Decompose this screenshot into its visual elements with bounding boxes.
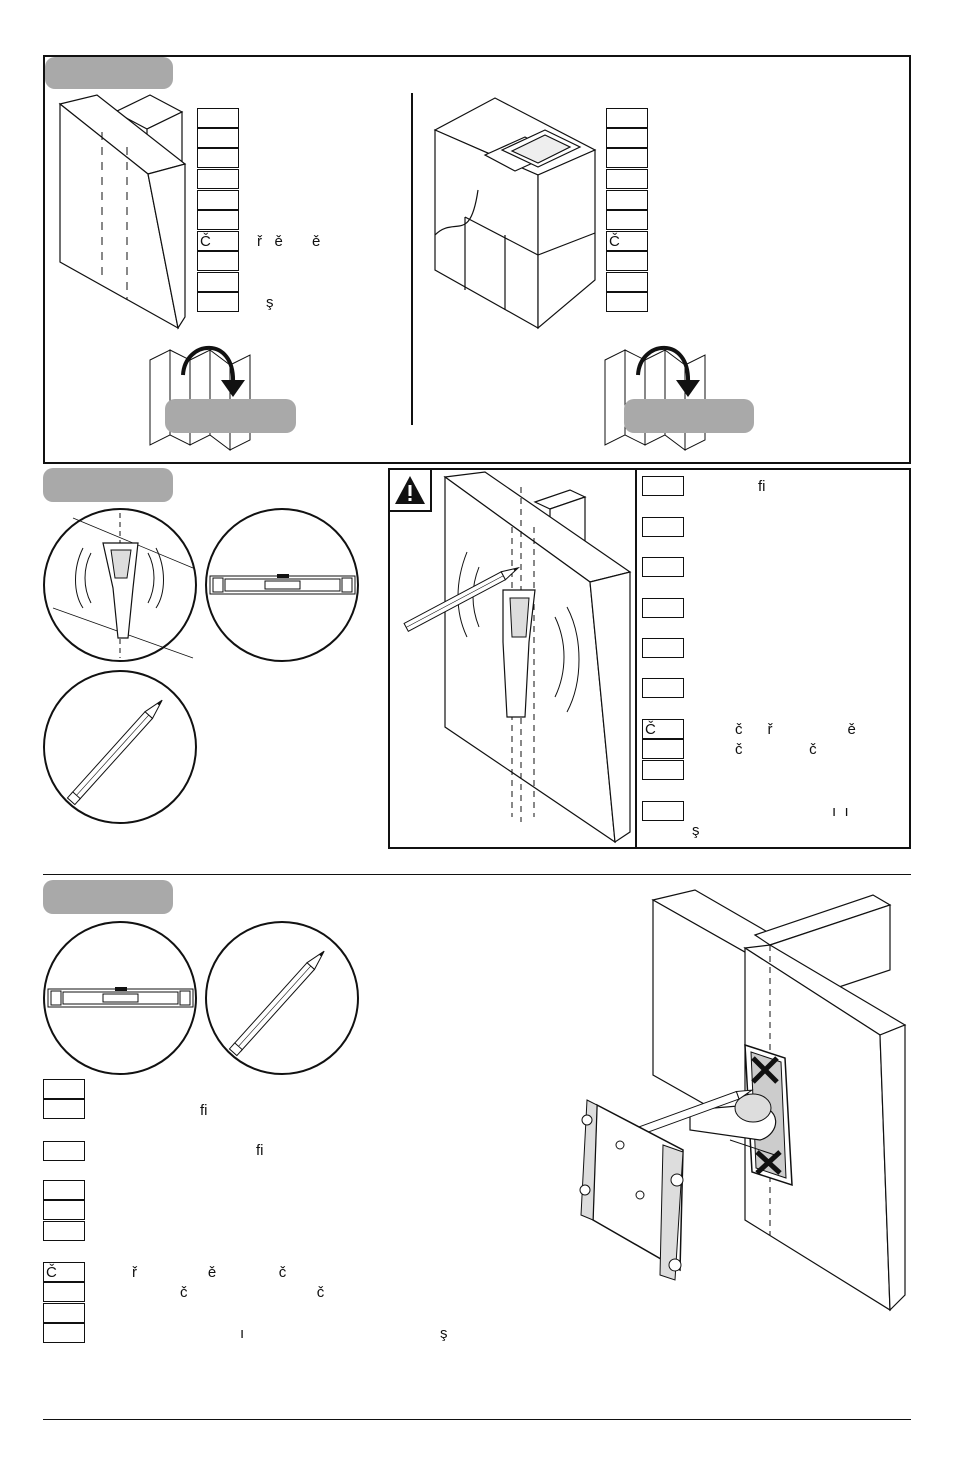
page-turn-arrow-icon (604, 345, 706, 451)
level-icon (43, 921, 197, 1075)
wood-stud-wall-illustration (58, 94, 187, 330)
lang-box (642, 476, 684, 496)
lang-text: ı ı (832, 803, 849, 820)
lang-box (43, 1099, 85, 1119)
lang-box (197, 190, 239, 210)
wall-mount-illustration (579, 889, 907, 1312)
lang-text: č č (735, 741, 817, 758)
lang-box (197, 148, 239, 168)
lang-box (642, 760, 684, 780)
page-reference-tab (624, 399, 754, 433)
lang-box (642, 739, 684, 759)
lang-box (197, 210, 239, 230)
lang-text: ş (266, 294, 274, 311)
lang-box (197, 292, 239, 312)
lang-box: Č (642, 719, 684, 739)
lang-text: fi (200, 1102, 208, 1119)
warning-triangle-icon (395, 476, 425, 504)
section-2-frame (388, 468, 911, 849)
lang-box (606, 190, 648, 210)
pencil-icon (205, 921, 359, 1075)
lang-text: ř ě ě (257, 233, 321, 250)
lang-box (606, 272, 648, 292)
lang-text: ř ě č (132, 1264, 287, 1281)
section-2-divider (635, 469, 637, 848)
stud-finder-circle (43, 508, 197, 662)
lang-box (606, 210, 648, 230)
lang-box (43, 1079, 85, 1099)
lang-box (606, 292, 648, 312)
lang-box: Č (606, 231, 648, 251)
lang-box (197, 272, 239, 292)
lang-box (197, 128, 239, 148)
lang-box (642, 557, 684, 577)
lang-box (43, 1200, 85, 1220)
footer-rule (43, 1419, 911, 1420)
lang-box (642, 678, 684, 698)
lang-text: ş (692, 822, 700, 839)
lang-box (197, 251, 239, 271)
lang-box (43, 1180, 85, 1200)
lang-text: č ř ě (735, 721, 856, 738)
section-1-step-tab (45, 57, 173, 89)
page-turn-arrow-icon (149, 345, 251, 451)
lang-box (642, 517, 684, 537)
concrete-block-wall-illustration (433, 97, 597, 330)
warning-box (390, 470, 432, 512)
section-1-divider (411, 93, 413, 425)
lang-box: Č (43, 1262, 85, 1282)
stud-finder-wall-illustration (403, 471, 632, 844)
pencil-icon (43, 670, 197, 824)
lang-box (43, 1141, 85, 1161)
page-reference-tab (165, 399, 296, 433)
section-2-step-tab (43, 468, 173, 502)
lang-box (606, 128, 648, 148)
lang-box (197, 108, 239, 128)
lang-box (642, 598, 684, 618)
lang-box (642, 638, 684, 658)
level-icon (205, 508, 359, 662)
lang-box (43, 1282, 85, 1302)
section-1-frame (43, 55, 911, 464)
lang-box (43, 1303, 85, 1323)
lang-box (606, 169, 648, 189)
lang-box (606, 108, 648, 128)
lang-box (43, 1221, 85, 1241)
lang-box (606, 148, 648, 168)
lang-box (606, 251, 648, 271)
lang-box (642, 801, 684, 821)
lang-box (197, 169, 239, 189)
lang-text: fi (256, 1142, 264, 1159)
section-3-step-tab (43, 880, 173, 914)
section-3-rule (43, 874, 911, 875)
lang-text: fi (758, 478, 766, 495)
lang-text: ı ş (240, 1325, 448, 1342)
lang-text: č č (180, 1284, 325, 1301)
lang-box (43, 1323, 85, 1343)
lang-box: Č (197, 231, 239, 251)
